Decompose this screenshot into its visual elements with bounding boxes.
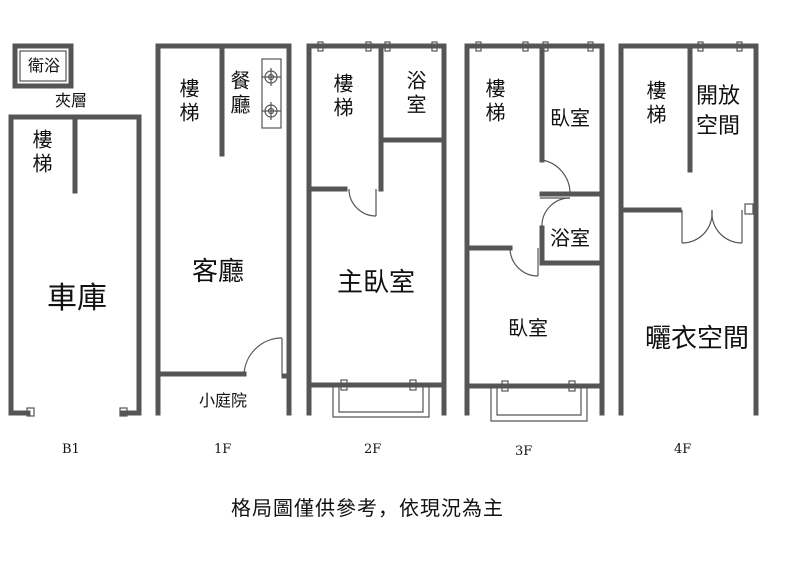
- b1-floor-name: B1: [62, 442, 80, 457]
- f1-yard-label: 小庭院: [199, 391, 248, 410]
- f2-bath-label: 浴室: [403, 70, 427, 118]
- f1-floor-name: 1F: [214, 442, 232, 457]
- floor-b1-walls: [8, 43, 142, 417]
- floor-1f-walls: [155, 43, 292, 416]
- f4-drying-space-label: 曬衣空間: [645, 324, 750, 354]
- b1-bath-label: 衛浴: [28, 56, 61, 75]
- f3-stairs-label: 樓梯: [482, 78, 506, 126]
- f3-bath-label: 浴室: [550, 226, 590, 250]
- f2-master-bedroom-label: 主臥室: [337, 268, 416, 298]
- floor-4f-walls: [618, 41, 759, 416]
- f3-bedroom-label: 臥室: [508, 316, 548, 340]
- b1-garage-label: 車庫: [47, 281, 107, 316]
- f1-living-label: 客廳: [192, 257, 245, 287]
- floor-2f-walls: [306, 41, 447, 418]
- f1-stairs-label: 樓梯: [176, 78, 200, 126]
- f1-dining-label: 餐廳: [227, 70, 251, 118]
- disclaimer-caption: 格局圖僅供參考，依現況為主: [231, 496, 504, 520]
- f2-stairs-label: 樓梯: [330, 73, 354, 121]
- f3-floor-name: 3F: [515, 444, 533, 459]
- b1-stairs-label: 樓梯: [29, 129, 53, 177]
- f4-stairs-label: 樓梯: [643, 80, 667, 128]
- f2-floor-name: 2F: [364, 442, 382, 457]
- f4-floor-name: 4F: [674, 442, 692, 457]
- floor-3f-walls: [464, 41, 605, 422]
- f3-small-bedroom-label: 臥室: [550, 106, 590, 130]
- b1-mezzanine-label: 夾層: [55, 91, 88, 110]
- f4-open-space-label: 開放空間: [696, 84, 741, 139]
